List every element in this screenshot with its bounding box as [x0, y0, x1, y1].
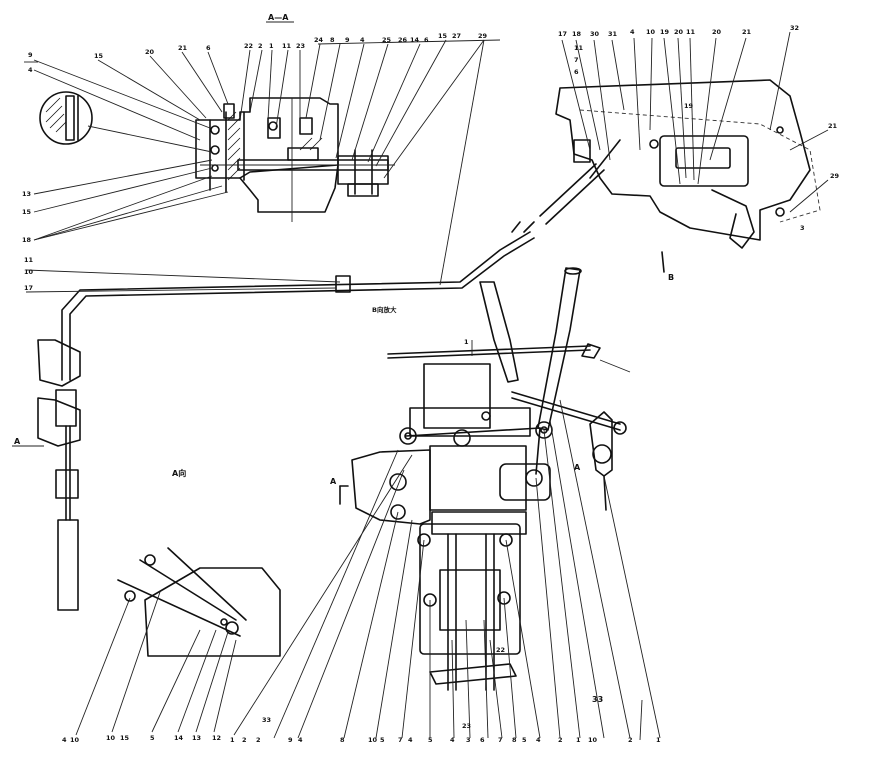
callout-b-side-2: 6 [574, 68, 579, 76]
callout-b-0: 17 [558, 30, 567, 38]
callout-bottom-10: 2 [256, 736, 261, 744]
section-aa-title: A—A [268, 13, 289, 22]
callout-aa-top-17: 27 [452, 32, 461, 40]
callout-b-5: 10 [646, 28, 656, 36]
callout-aa-top-3: 22 [244, 42, 253, 50]
callout-bottom-18: 4 [408, 736, 413, 744]
callout-bottom-35: 22 [496, 646, 505, 654]
callout-bottom-17: 7 [398, 736, 403, 744]
callout-rod-11: 11 [24, 256, 34, 264]
callout-b-8: 11 [686, 28, 696, 36]
callout-bottom-29: 10 [588, 736, 598, 744]
callout-b-side-7: 3 [800, 224, 805, 232]
callout-bottom-28: 1 [576, 736, 581, 744]
b-view-caption: B向放大 [372, 305, 397, 314]
callout-bottom-34: 23 [462, 722, 471, 730]
callout-b-side-4: 19 [684, 102, 694, 110]
callout-aa-top-11: 4 [360, 36, 365, 44]
callout-bottom-25: 5 [522, 736, 527, 744]
callout-bottom-1: 10 [70, 736, 80, 744]
callout-b-7: 20 [674, 28, 684, 36]
callout-aa-left-1: 4 [28, 66, 33, 74]
callout-aa-left-3: 15 [22, 208, 32, 216]
callout-bottom-23: 7 [498, 736, 503, 744]
callout-bottom-22: 6 [480, 736, 485, 744]
callout-aa-top-0: 20 [145, 48, 155, 56]
b-view-detail: B 17 18 30 31 4 10 19 20 11 20 21 32 11 … [539, 24, 840, 282]
callout-b-10: 21 [742, 28, 752, 36]
callout-bottom-30: 2 [628, 736, 633, 744]
section-aa-view: A—A [22, 13, 501, 244]
callout-bottom-11: 33 [262, 716, 271, 724]
callout-bottom-6: 13 [192, 734, 201, 742]
callout-rod-10: 10 [24, 268, 34, 276]
callout-b-side-0: 11 [574, 44, 584, 52]
callout-bottom-2: 10 [106, 734, 116, 742]
callout-aa-top-x: 15 [94, 52, 104, 60]
mark-a-right: A [574, 463, 581, 472]
a-view-detail [75, 454, 413, 736]
callout-b-11: 32 [790, 24, 799, 32]
callout-aa-left-0: 9 [28, 51, 33, 59]
callout-bottom-7: 12 [212, 734, 221, 742]
mark-a-left: A [14, 437, 21, 446]
callout-bottom-27: 2 [558, 736, 563, 744]
callout-b-side-5: 21 [828, 122, 838, 130]
callout-bottom-3: 15 [120, 734, 130, 742]
callout-aa-top-4: 2 [258, 42, 263, 50]
callout-aa-top-14: 14 [410, 36, 420, 44]
callout-aa-top-15: 6 [424, 36, 429, 44]
callout-b-1: 18 [572, 30, 582, 38]
callout-aa-top-12: 25 [382, 36, 392, 44]
callout-aa-top-7: 23 [296, 42, 305, 50]
callout-b-side-1: 7 [574, 56, 579, 64]
callout-bottom-8: 1 [230, 736, 235, 744]
callout-aa-top-10: 9 [345, 36, 350, 44]
mark-a-center: A [330, 477, 337, 486]
callout-aa-top-16: 15 [438, 32, 448, 40]
callout-bottom-32: 33 [592, 695, 603, 704]
callout-bottom-12: 9 [288, 736, 293, 744]
callout-b-2: 30 [590, 30, 600, 38]
callout-aa-left-2: 13 [22, 190, 31, 198]
callout-aa-top-9: 8 [330, 36, 335, 44]
left-shaft-assembly: A A向 [12, 339, 186, 611]
callout-bottom-26: 4 [536, 736, 541, 744]
callout-bottom-31: 1 [656, 736, 661, 744]
callout-bottom-9: 2 [242, 736, 247, 744]
callout-aa-top-6: 11 [282, 42, 292, 50]
callout-bottom-36: 1 [464, 338, 469, 346]
callout-rod-17: 17 [24, 284, 33, 292]
callout-bottom-0: 4 [62, 736, 67, 744]
callout-bottom-5: 14 [174, 734, 184, 742]
callout-bottom-19: 5 [428, 736, 433, 744]
control-rod-linkage: 11 10 17 B向放大 [24, 39, 535, 381]
callout-aa-top-18: 29 [478, 32, 488, 40]
callout-b-4: 4 [630, 28, 635, 36]
callout-b-side-6: 29 [830, 172, 840, 180]
callout-bottom-16: 5 [380, 736, 385, 744]
callout-bottom-4: 5 [150, 734, 155, 742]
callout-bottom-24: 8 [512, 736, 517, 744]
view-a-caption: A向 [172, 468, 186, 478]
callout-aa-left-4: 18 [22, 236, 32, 244]
main-front-view: A A 4 10 10 15 5 14 13 12 1 2 2 33 9 [62, 267, 661, 744]
callout-bottom-14: 8 [340, 736, 345, 744]
callout-aa-top-5: 1 [269, 42, 274, 50]
callout-aa-top-2: 6 [206, 44, 211, 52]
callout-b-3: 31 [608, 30, 618, 38]
callout-bottom-15: 10 [368, 736, 378, 744]
callout-bottom-13: 4 [298, 736, 303, 744]
callout-aa-top-1: 21 [178, 44, 188, 52]
callout-bottom-21: 3 [466, 736, 471, 744]
callout-b-9: 20 [712, 28, 722, 36]
callout-bottom-20: 4 [450, 736, 455, 744]
callout-aa-top-8: 24 [314, 36, 324, 44]
callout-aa-top-13: 26 [398, 36, 408, 44]
callout-b-6: 19 [660, 28, 670, 36]
mark-b: B [668, 273, 674, 282]
